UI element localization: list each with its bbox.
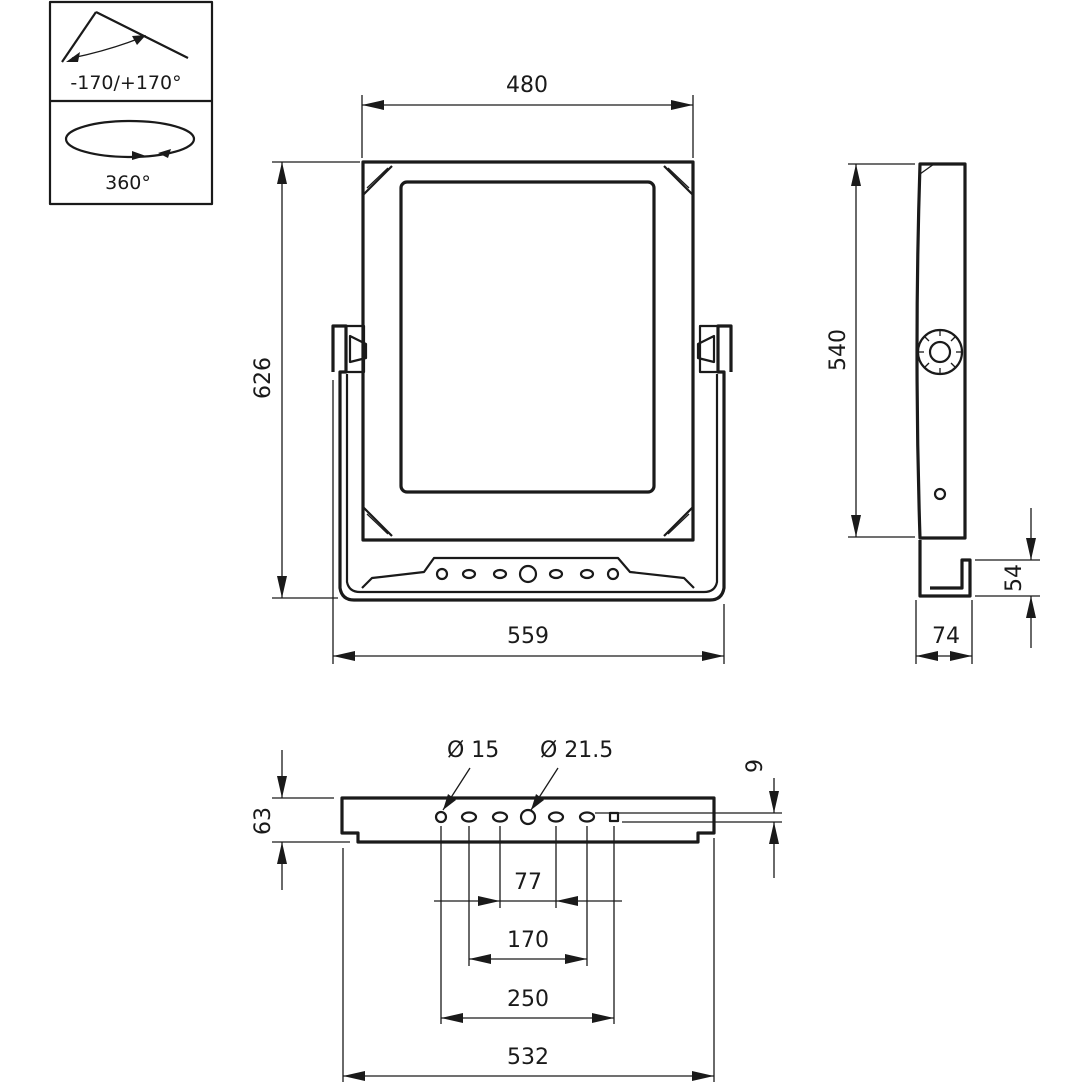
dim-side-height: 540: [826, 329, 851, 371]
dim-front-height: 626: [251, 357, 276, 399]
tilt-angle-icon: [61, 11, 189, 63]
side-view: 540 54 74: [826, 162, 1040, 664]
dim-hole-spacing-250: 250: [507, 987, 549, 1012]
dim-bracket-thickness: 63: [251, 807, 276, 835]
side-housing: [915, 162, 967, 540]
right-hinge: [698, 324, 720, 374]
dim-bracket-length: 532: [507, 1045, 549, 1070]
front-view: 480 626 559: [251, 73, 733, 664]
bracket-outline: [340, 796, 716, 844]
adjustment-icons-box: -170/+170° 360°: [48, 0, 214, 206]
bracket-hole-plate: [361, 556, 695, 589]
side-bracket: [918, 540, 972, 598]
hole-large-label: Ø 21.5: [540, 738, 613, 763]
dim-side-foot: 54: [1002, 564, 1027, 592]
lamp-housing: [361, 160, 695, 542]
rotation-360-icon: [64, 119, 196, 160]
dim-hole-spacing-77: 77: [514, 870, 542, 895]
bracket-top-view: Ø 15 Ø 21.5 63 9 77: [251, 738, 782, 1082]
side-hinge-knob: [916, 328, 964, 376]
bracket-top-holes: [434, 808, 620, 826]
bracket-holes: [435, 564, 620, 584]
front-bracket: [331, 324, 733, 602]
dim-side-depth: 74: [932, 624, 960, 649]
dim-bracket-width: 559: [507, 624, 549, 649]
tilt-angle-label: -170/+170°: [70, 72, 181, 94]
dim-hole-spacing-170: 170: [507, 928, 549, 953]
dim-front-width: 480: [506, 73, 548, 98]
lamp-lens: [399, 180, 656, 494]
rotation-label: 360°: [105, 172, 151, 194]
left-hinge: [344, 324, 366, 374]
dim-hole-offset: 9: [743, 759, 768, 773]
hole-small-label: Ø 15: [447, 738, 499, 763]
